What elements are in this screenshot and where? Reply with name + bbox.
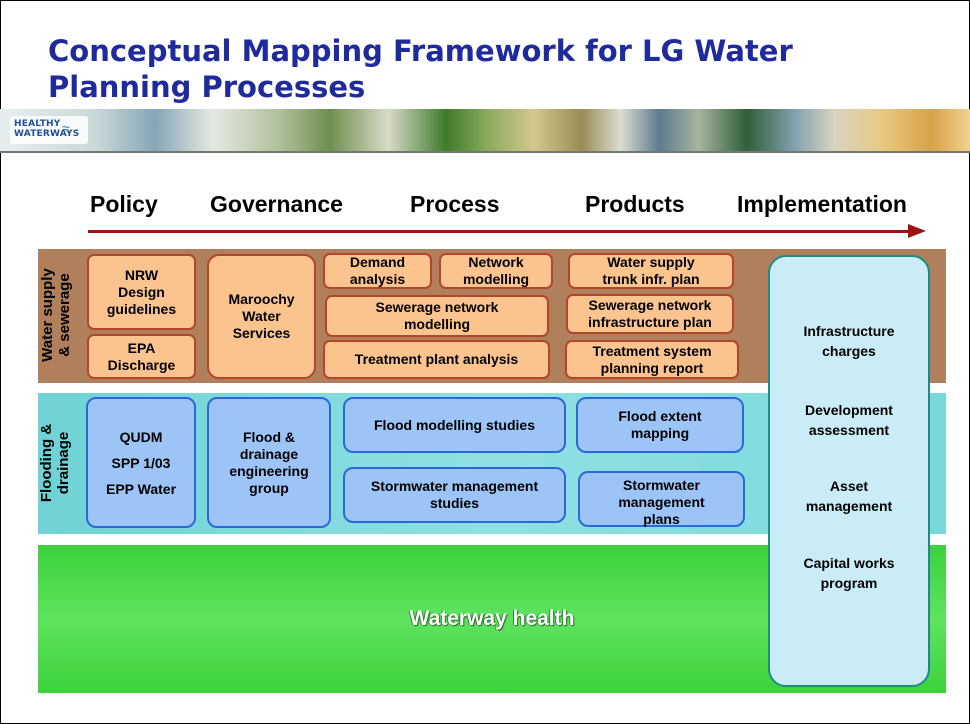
box-line: EPP Water — [105, 480, 177, 497]
box-line: analysis — [349, 271, 406, 287]
slide-title: Conceptual Mapping Framework for LG Wate… — [48, 34, 793, 104]
box-line: Design — [118, 283, 165, 300]
box-line: Infrastructure — [803, 323, 895, 339]
demand-analysis-box: Demand analysis — [323, 253, 432, 289]
stage-policy: Policy — [90, 191, 158, 217]
flood-drainage-engineering-box: Flood & drainage engineering group — [207, 397, 331, 528]
flooding-label: Flooding & drainage — [38, 393, 72, 533]
sewerage-infrastructure-plan-box: Sewerage network infrastructure plan — [566, 294, 734, 334]
logo-line-2: WATERWAYS — [14, 129, 80, 139]
box-line: engineering — [229, 462, 309, 479]
water-supply-trunk-plan-box: Water supply trunk infr. plan — [568, 253, 734, 289]
box-line: Sewerage network — [375, 299, 499, 315]
box-line: program — [820, 575, 878, 591]
stormwater-management-studies-box: Stormwater management studies — [343, 467, 566, 523]
impl-asset-management: Asset management — [770, 476, 928, 516]
box-line: QUDM — [119, 428, 163, 445]
healthy-waterways-logo — [10, 116, 88, 144]
box-line: NRW — [124, 266, 159, 283]
box-line: SPP 1/03 — [111, 454, 171, 471]
waterway-health-label: Waterway health — [409, 607, 575, 630]
box-line: management — [618, 493, 705, 510]
stormwater-management-plans-box: Stormwater management plans — [578, 471, 745, 527]
banner-divider — [0, 151, 970, 153]
box-line: EPA — [127, 339, 156, 356]
impl-development-assessment: Development assessment — [770, 400, 928, 440]
flooding-label-line-2: drainage — [55, 431, 72, 495]
box-line: plans — [643, 510, 680, 527]
epa-discharge-box: EPA Discharge — [87, 334, 196, 379]
box-line: drainage — [239, 445, 299, 462]
box-line: infrastructure plan — [588, 314, 712, 330]
box-line: Maroochy — [228, 291, 295, 307]
stage-governance: Governance — [210, 191, 343, 217]
box-line: Capital works — [803, 555, 895, 571]
box-line: Flood modelling studies — [374, 416, 535, 433]
water-supply-label-line-2: & sewerage — [56, 273, 73, 357]
box-line: charges — [822, 343, 876, 359]
maroochy-water-services-box: Maroochy Water Services — [207, 254, 316, 379]
box-line: Demand — [349, 254, 406, 270]
impl-infrastructure-charges: Infrastructure charges — [770, 321, 928, 361]
box-line: Treatment plant analysis — [354, 351, 519, 367]
box-line: mapping — [630, 425, 690, 441]
box-line: Stormwater management — [370, 478, 539, 494]
box-line: planning report — [600, 359, 704, 376]
timeline-arrow — [88, 230, 914, 233]
box-line: Water — [242, 308, 281, 324]
box-line: Water supply — [607, 254, 695, 270]
network-modelling-box: Network modelling — [439, 253, 553, 289]
impl-capital-works-program: Capital works program — [770, 553, 928, 593]
implementation-box: Infrastructure charges Development asses… — [768, 255, 930, 687]
sewerage-network-modelling-box: Sewerage network modelling — [325, 295, 549, 337]
box-line: Asset — [829, 478, 869, 494]
flood-modelling-studies-box: Flood modelling studies — [343, 397, 566, 453]
box-line: Stormwater — [622, 476, 701, 493]
box-line: trunk infr. plan — [602, 271, 700, 287]
box-line: Flood & — [242, 428, 296, 445]
stage-products: Products — [585, 191, 685, 217]
box-line: modelling — [462, 271, 530, 287]
box-line: Services — [232, 325, 291, 341]
box-line: Development — [805, 402, 893, 418]
qudm-spp-epp-box: QUDM SPP 1/03 EPP Water — [86, 397, 196, 528]
box-line: Treatment system — [592, 342, 712, 359]
flood-extent-mapping-box: Flood extent mapping — [576, 397, 744, 453]
logo-text: HEALTHY WATERWAYS — [14, 119, 79, 139]
water-supply-label-line-1: Water supply — [39, 268, 56, 362]
box-line: studies — [429, 495, 479, 511]
box-line: modelling — [403, 316, 471, 332]
box-line: Discharge — [107, 356, 176, 373]
treatment-plant-analysis-box: Treatment plant analysis — [323, 340, 550, 379]
box-line: Network — [468, 254, 524, 270]
nrw-design-guidelines-box: NRW Design guidelines — [87, 254, 196, 330]
water-supply-label: Water supply & sewerage — [39, 245, 73, 385]
box-line: Flood extent — [618, 408, 702, 424]
box-line: assessment — [808, 422, 890, 438]
healthy-waterways-banner: HEALTHY WATERWAYS ≈ — [0, 109, 970, 151]
logo-wave-icon: ≈ — [62, 120, 70, 136]
flooding-label-line-1: Flooding & — [38, 423, 55, 503]
treatment-system-report-box: Treatment system planning report — [565, 340, 739, 379]
box-line: guidelines — [106, 300, 177, 317]
box-line: management — [805, 498, 893, 514]
stage-process: Process — [410, 191, 500, 217]
stage-implementation: Implementation — [737, 191, 907, 217]
box-line: group — [249, 479, 289, 496]
logo-line-1: HEALTHY — [14, 119, 61, 129]
box-line: Sewerage network — [588, 297, 712, 313]
arrow-head-icon — [908, 224, 926, 238]
